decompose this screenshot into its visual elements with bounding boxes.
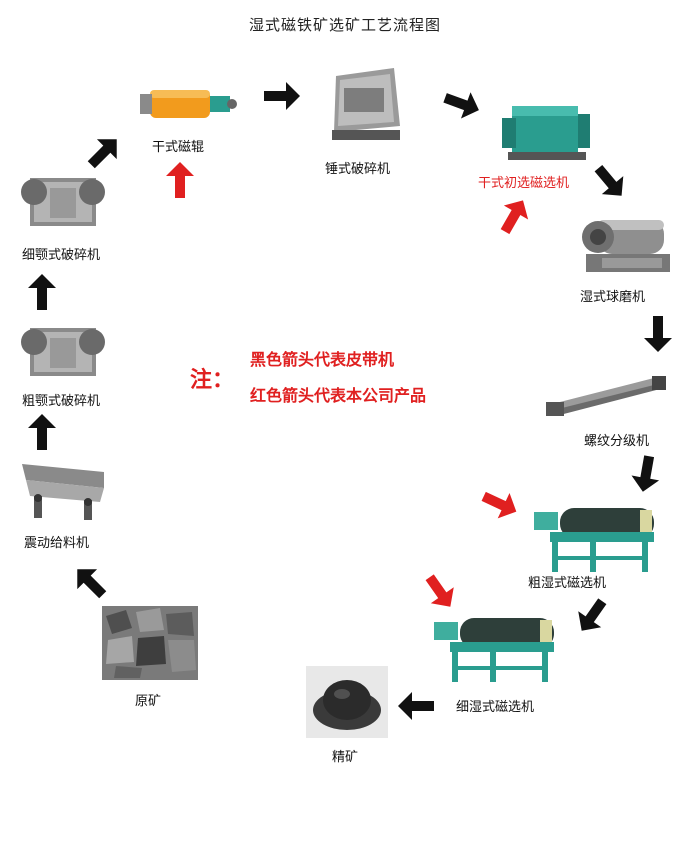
- belt-arrow-hammer-to-dry-separator: [436, 78, 487, 129]
- belt-arrow-fine-wet-to-concentrate: [396, 686, 436, 726]
- dry-separator-label: 干式初选磁选机: [478, 176, 570, 191]
- fine-jaw-crusher-image: [20, 168, 106, 232]
- dry-separator-image: [502, 98, 592, 164]
- raw-ore-label: 原矿: [135, 694, 162, 709]
- coarse-jaw-crusher-label: 粗颚式破碎机: [22, 394, 101, 409]
- fine-jaw-crusher-label: 细颚式破碎机: [22, 248, 101, 263]
- belt-arrow-rough-to-fine-wet: [564, 588, 620, 644]
- rough-wet-separator-label: 粗湿式磁选机: [528, 576, 607, 591]
- ball-mill-image: [582, 206, 674, 278]
- spiral-classifier-image: [544, 374, 672, 418]
- belt-arrow-coarse-to-fine-jaw: [22, 272, 62, 312]
- spiral-classifier-label: 螺纹分级机: [584, 434, 650, 449]
- note-black-arrow-meaning: 黑色箭头代表皮带机: [250, 350, 395, 369]
- concentrate-label: 精矿: [332, 750, 359, 765]
- product-arrow-dry-separator: [487, 189, 542, 244]
- belt-arrow-classifier-to-rough-wet: [623, 451, 669, 497]
- vibrating-feeder-label: 震动给料机: [24, 536, 90, 551]
- belt-arrow-fine-jaw-to-roller: [76, 124, 133, 181]
- ball-mill-label: 湿式球磨机: [580, 290, 646, 305]
- diagram-title: 湿式磁铁矿选矿工艺流程图: [248, 16, 441, 34]
- raw-ore-image: [102, 606, 198, 680]
- product-arrow-fine-wet: [412, 564, 468, 620]
- hammer-crusher-image: [330, 66, 402, 146]
- fine-wet-separator-image: [430, 616, 560, 686]
- note-red-arrow-meaning: 红色箭头代表本公司产品: [250, 386, 427, 405]
- fine-wet-separator-label: 细湿式磁选机: [456, 700, 535, 715]
- belt-arrow-raw-ore-to-feeder: [62, 554, 119, 611]
- dry-magnetic-roller-image: [140, 84, 240, 124]
- belt-arrow-feeder-to-coarse-jaw: [22, 412, 62, 452]
- product-arrow-rough-wet: [473, 477, 526, 530]
- belt-arrow-dry-separator-to-ball-mill: [582, 154, 638, 210]
- concentrate-image: [306, 666, 388, 738]
- vibrating-feeder-image: [20, 458, 106, 522]
- note-title: 注：: [190, 368, 235, 393]
- coarse-jaw-crusher-image: [20, 318, 106, 382]
- product-arrow-dry-roller: [160, 160, 200, 200]
- belt-arrow-roller-to-hammer: [262, 76, 302, 116]
- dry-magnetic-roller-label: 干式磁辊: [152, 140, 205, 155]
- hammer-crusher-label: 锤式破碎机: [325, 162, 391, 177]
- rough-wet-separator-image: [530, 506, 660, 576]
- belt-arrow-ball-mill-to-classifier: [638, 314, 678, 354]
